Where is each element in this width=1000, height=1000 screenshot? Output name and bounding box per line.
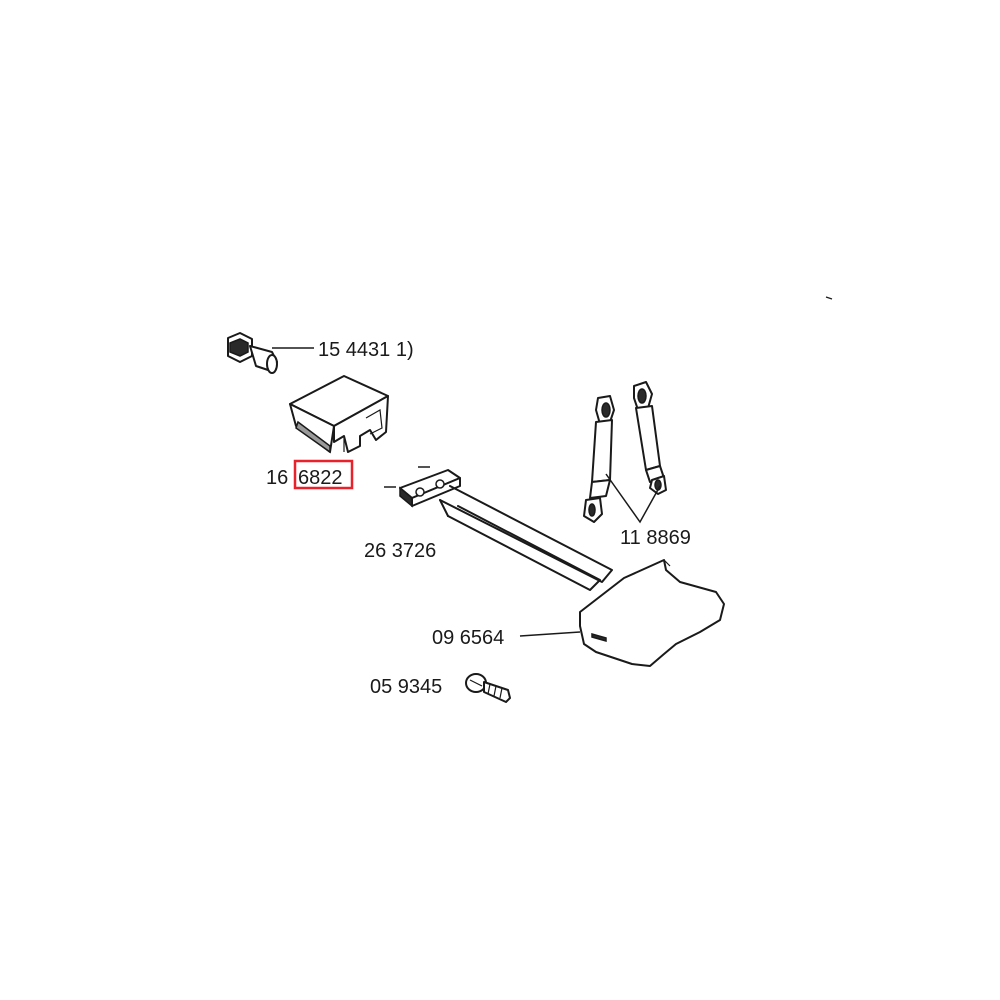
- shock-absorber-left: [583, 395, 615, 523]
- highlight-box: [293, 459, 354, 490]
- heater-part: [384, 466, 613, 591]
- screw-label: 05 9345: [370, 676, 442, 698]
- gasket-label: 09 6564: [432, 627, 504, 649]
- cover-label-highlight: 6822: [298, 467, 343, 489]
- heater-label: 26 3726: [364, 540, 436, 562]
- plug-part: [227, 332, 314, 374]
- plug-label: 15 4431 1): [318, 339, 414, 361]
- stray-mark: [825, 296, 833, 300]
- gasket-part: [519, 559, 725, 667]
- screw-part: [465, 673, 511, 703]
- shock-absorber-right: [633, 381, 667, 495]
- cover-part: [289, 375, 389, 454]
- cover-label-prefix: 16: [266, 467, 288, 489]
- shock-absorber-label: 11 8869: [620, 527, 691, 549]
- shock-leader: [605, 473, 661, 524]
